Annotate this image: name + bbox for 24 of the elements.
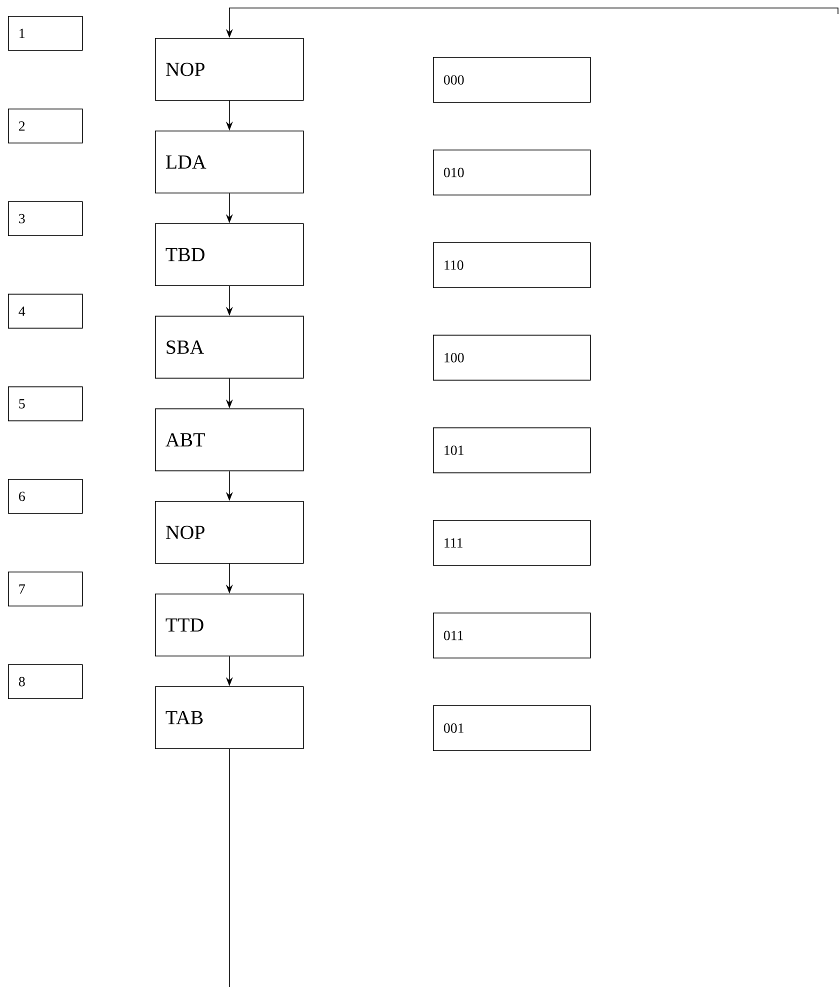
number-box: 7 [8,572,83,606]
number-box: 1 [8,16,83,51]
instruction-box: TAB [155,686,304,749]
number-box: 2 [8,108,83,144]
instruction-box: SBA [155,316,304,379]
number-box: 4 [8,294,83,329]
instruction-box: LDA [155,130,304,194]
number-box: 5 [8,386,83,422]
code-box: 110 [433,242,591,288]
number-box: 8 [8,664,83,699]
number-box: 3 [8,201,83,236]
code-box: 000 [433,57,591,103]
instruction-box: TBD [155,223,304,286]
code-box: 111 [433,520,591,566]
instruction-box: TTD [155,594,304,656]
instruction-box: ABT [155,408,304,472]
code-box: 101 [433,427,591,474]
code-box: 001 [433,705,591,751]
code-box: 010 [433,150,591,196]
code-box: 011 [433,612,591,658]
code-box: 100 [433,334,591,381]
instruction-box: NOP [155,501,304,564]
number-box: 6 [8,479,83,514]
instruction-box: NOP [155,38,304,101]
